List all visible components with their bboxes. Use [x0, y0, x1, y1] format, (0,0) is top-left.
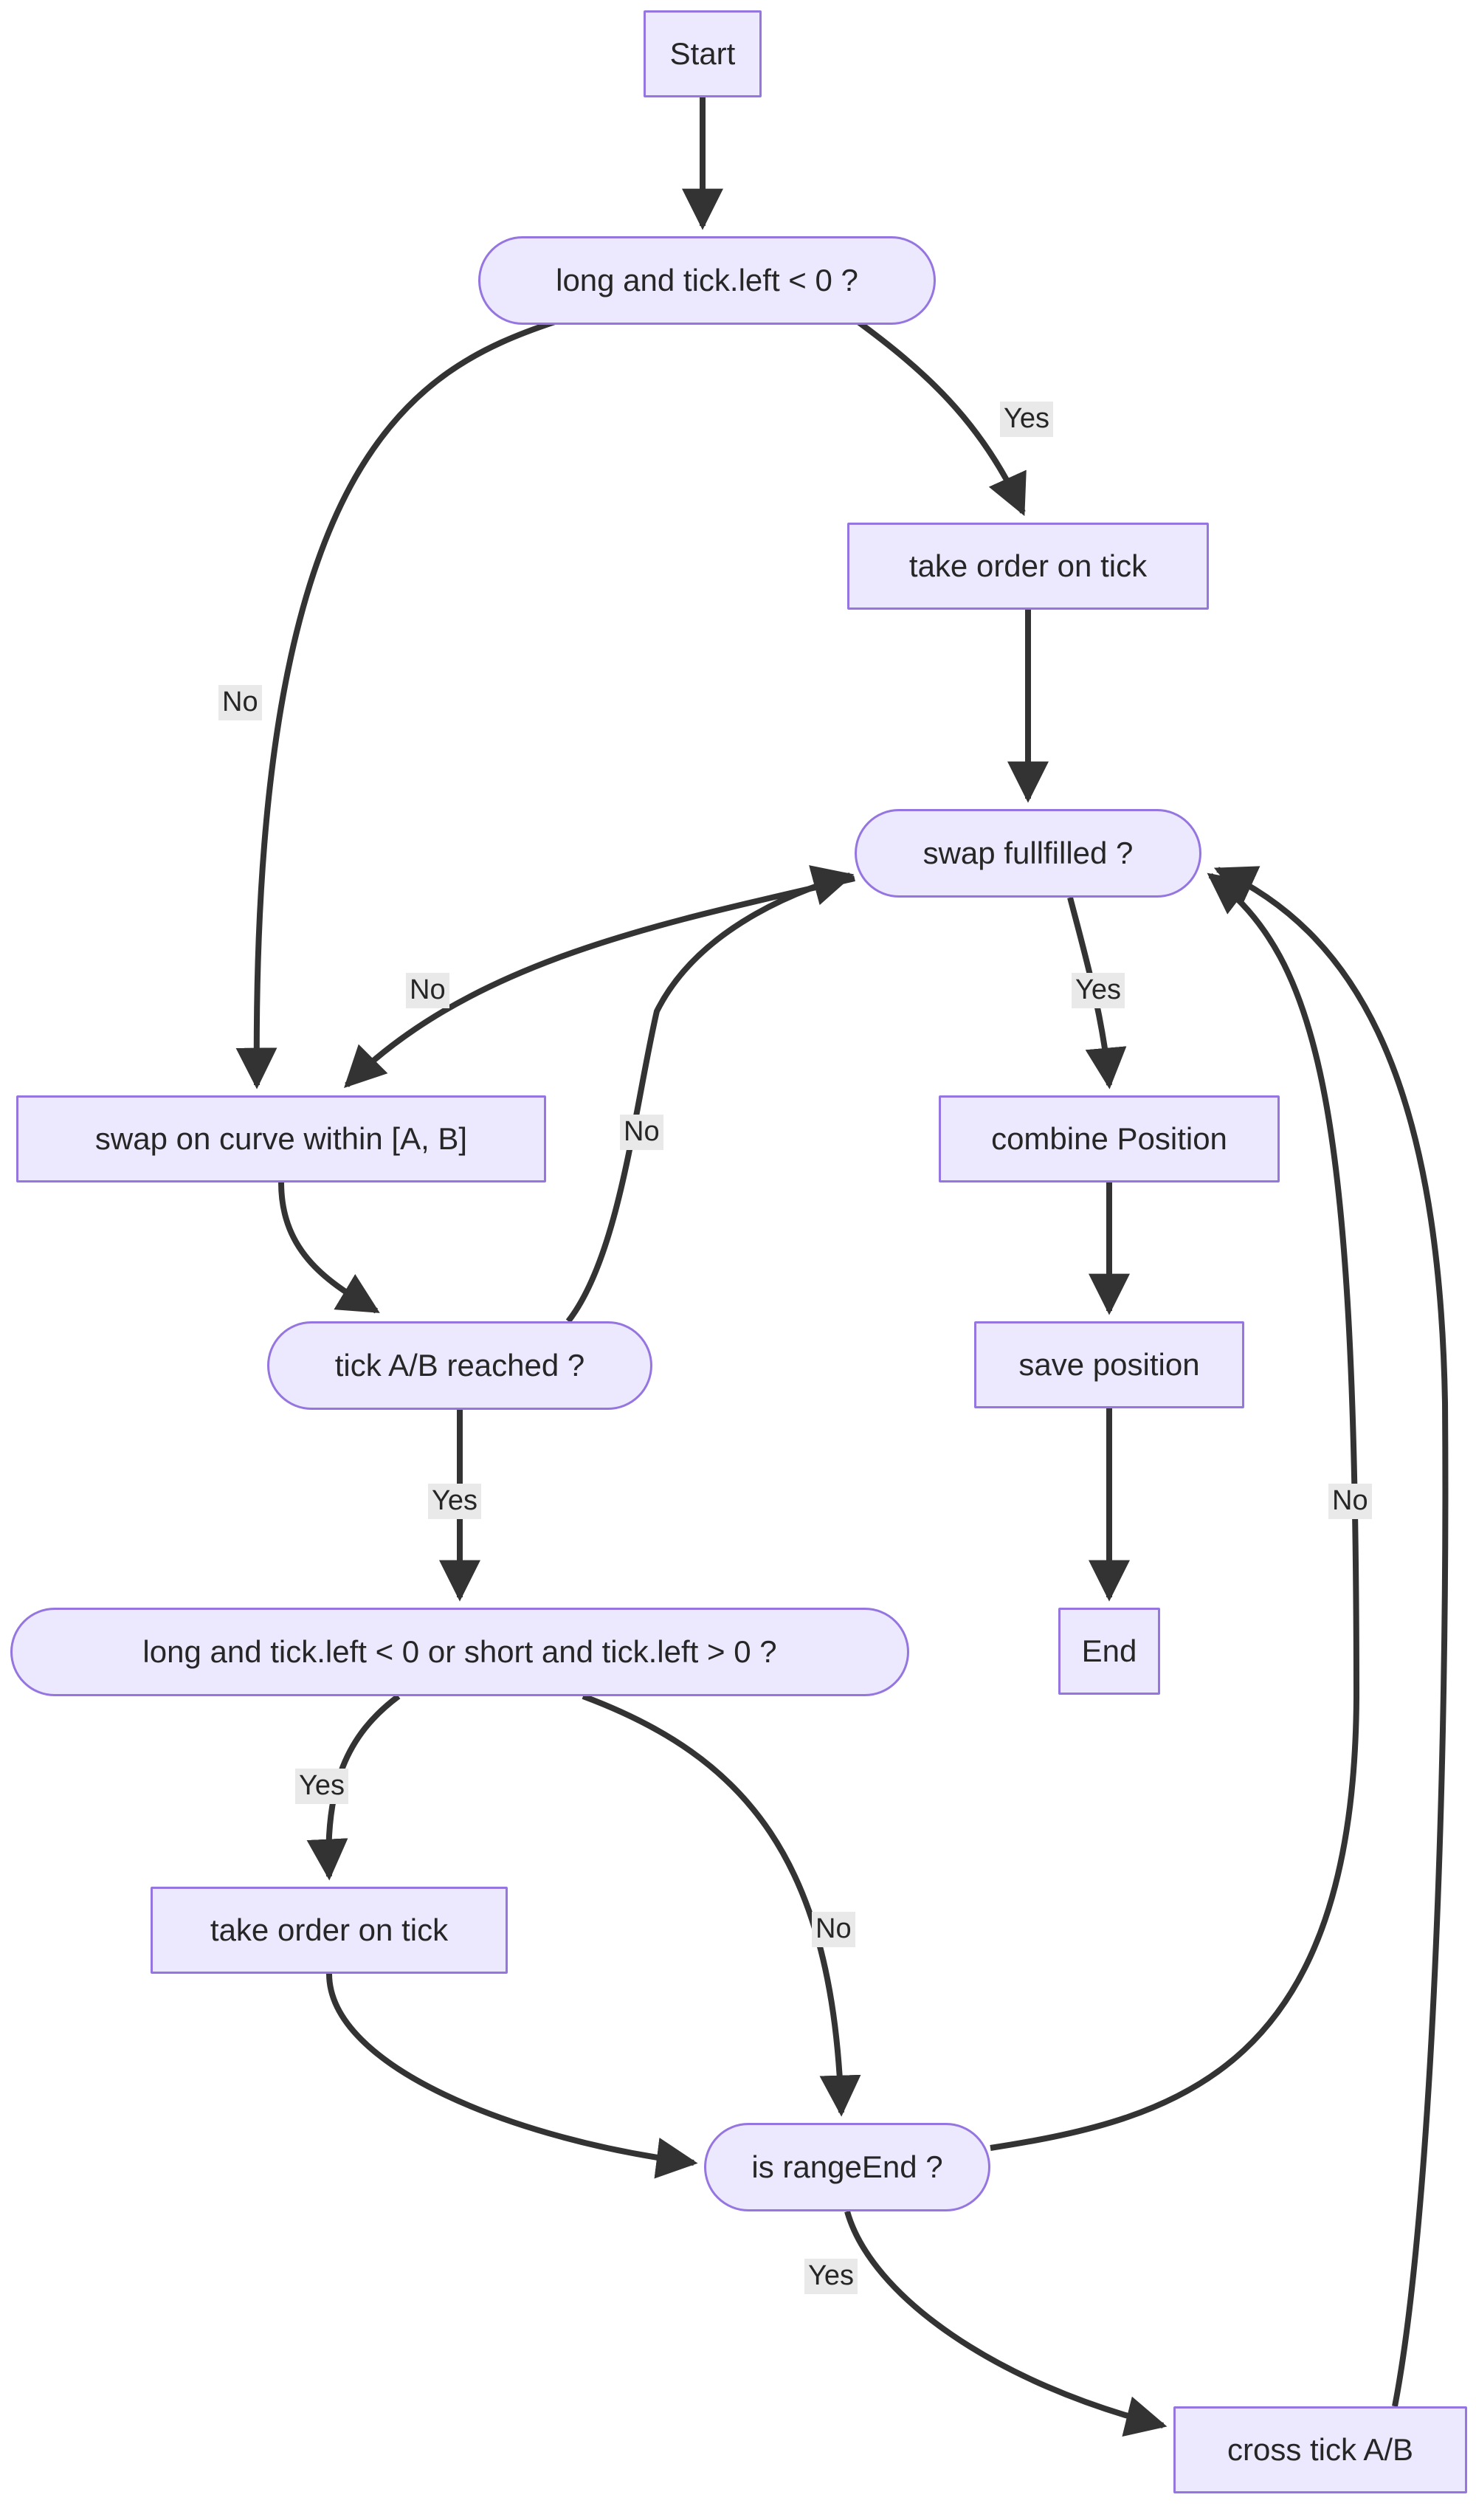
node-combine-position[interactable]: combine Position	[939, 1095, 1280, 1182]
node-decision-long-tickleft[interactable]: long and tick.left < 0 ?	[478, 236, 936, 325]
edge-label-yes-dec-long-take1: Yes	[1000, 402, 1053, 437]
edge-label-text: Yes	[1075, 974, 1121, 1005]
node-decision-long-or-short[interactable]: long and tick.left < 0 or short and tick…	[10, 1608, 909, 1696]
node-label: take order on tick	[210, 1912, 449, 1947]
node-decision-swap-fullfilled[interactable]: swap fullfilled ?	[855, 809, 1201, 898]
node-label: combine Position	[991, 1120, 1227, 1156]
edge-swap-curve-to-dec-tick	[278, 1182, 380, 1314]
edge-dec-range-no-dec-swap	[990, 872, 1360, 2151]
node-cross-tick-ab[interactable]: cross tick A/B	[1173, 2406, 1467, 2493]
node-swap-on-curve[interactable]: swap on curve within [A, B]	[16, 1095, 546, 1182]
node-label: cross tick A/B	[1227, 2431, 1414, 2467]
edge-dec-long-no-swap-curve	[235, 319, 556, 1089]
edge-label-text: No	[222, 686, 258, 717]
edge-label-no-dec-swap-swapcurve: No	[406, 973, 449, 1008]
node-decision-tick-ab-reached[interactable]: tick A/B reached ?	[267, 1321, 652, 1410]
node-label: long and tick.left < 0 ?	[556, 262, 858, 297]
edge-label-text: No	[624, 1116, 660, 1147]
edge-label-text: No	[410, 974, 446, 1005]
node-take-order-on-tick-2[interactable]: take order on tick	[151, 1887, 508, 1974]
edge-dec-long-yes-take1	[854, 317, 1027, 517]
edge-label-yes-dec-range-cross: Yes	[804, 2259, 858, 2294]
node-label: swap on curve within [A, B]	[94, 1120, 468, 1156]
edge-label-no-longshort-dec-range: No	[812, 1912, 855, 1947]
node-save-position[interactable]: save position	[974, 1321, 1244, 1408]
node-take-order-on-tick-1[interactable]: take order on tick	[847, 523, 1209, 610]
edge-label-yes-dec-tick-longshort: Yes	[428, 1484, 481, 1519]
node-label: take order on tick	[908, 548, 1148, 583]
node-start[interactable]: Start	[644, 10, 762, 97]
edge-dec-range-yes-cross	[844, 2210, 1168, 2437]
edge-label-text: Yes	[299, 1770, 345, 1801]
node-label: save position	[1018, 1346, 1200, 1382]
node-label: swap fullfilled ?	[922, 835, 1134, 870]
edge-label-text: No	[1332, 1485, 1368, 1516]
edge-label-yes-dec-swap-combine: Yes	[1072, 973, 1125, 1008]
edge-label-yes-longshort-take2: Yes	[295, 1769, 348, 1804]
edge-label-no-dec-tick-dec-swap: No	[620, 1115, 663, 1150]
node-label: is rangeEnd ?	[751, 2149, 943, 2184]
edge-label-no-dec-range-dec-swap: No	[1328, 1484, 1372, 1519]
edge-dec-longshrt-no-dec-range	[582, 1693, 861, 2117]
node-decision-is-rangeend[interactable]: is rangeEnd ?	[704, 2123, 990, 2211]
node-label: long and tick.left < 0 or short and tick…	[142, 1633, 777, 1669]
edge-label-no-dec-long-swapcurve: No	[218, 685, 262, 720]
edge-label-text: No	[815, 1913, 852, 1944]
edge-label-text: Yes	[808, 2260, 854, 2291]
edge-label-text: Yes	[432, 1485, 477, 1516]
node-end[interactable]: End	[1058, 1608, 1160, 1695]
edge-label-text: Yes	[1004, 403, 1049, 434]
edge-take2-to-dec-range	[326, 1973, 698, 2179]
node-label: tick A/B reached ?	[334, 1347, 585, 1383]
edge-dec-tick-no-dec-swap	[565, 865, 855, 1323]
node-label: End	[1081, 1633, 1137, 1668]
node-label: Start	[669, 35, 736, 71]
